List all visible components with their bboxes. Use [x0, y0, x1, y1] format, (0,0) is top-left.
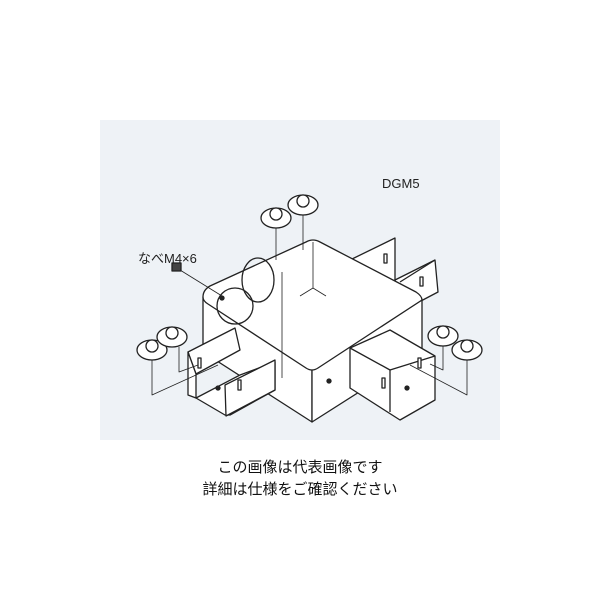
product-illustration-panel: DGM5 なべM4×6 — [100, 120, 500, 440]
caption-line-2: 詳細は仕様をご確認ください — [202, 480, 398, 498]
caption-line-1: この画像は代表画像です — [217, 458, 383, 476]
label-pan-screw: なべM4×6 — [138, 251, 197, 266]
box-body — [202, 239, 423, 423]
leader-lines — [151, 215, 468, 396]
caption: この画像は代表画像です 詳細は仕様をご確認ください — [0, 456, 600, 500]
junction-box-drawing — [136, 194, 483, 423]
right-arm — [349, 329, 436, 421]
label-dgm5: DGM5 — [382, 176, 420, 191]
washer-screws — [136, 194, 483, 361]
left-arm — [187, 327, 276, 417]
